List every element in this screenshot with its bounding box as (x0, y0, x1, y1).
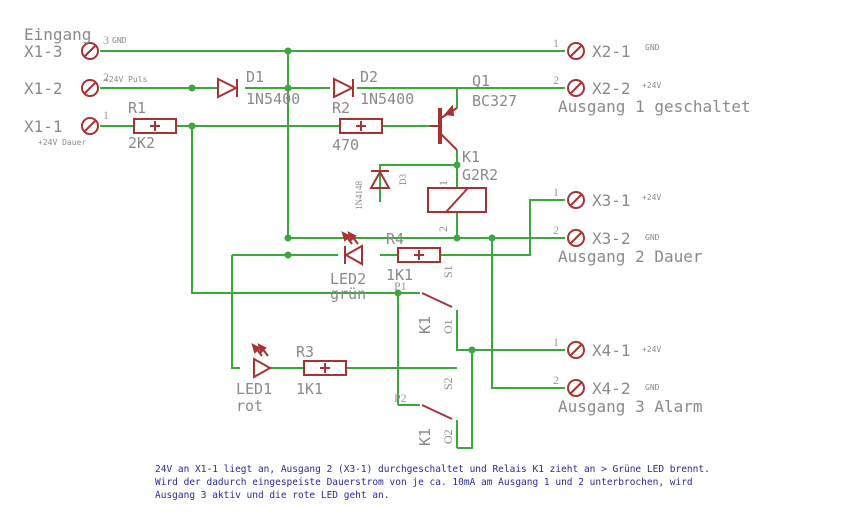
relay-coil-k1 (427, 187, 487, 213)
terminal-x4-1 (567, 341, 585, 359)
diode-d2 (333, 77, 355, 99)
terminal-x2-1 (567, 42, 585, 60)
k1-name: K1 (462, 148, 480, 166)
d1-value: 1N5400 (246, 90, 300, 108)
diode-d1 (217, 77, 239, 99)
output-x2-1-label: X2-1 (592, 42, 631, 61)
k1-contact-o2: O2 (441, 429, 455, 444)
input-header: Eingang (24, 25, 91, 44)
resistor-r1 (133, 118, 177, 134)
description-line-2: Wird der dadurch eingespeiste Dauerstrom… (155, 477, 693, 488)
led-led1 (251, 343, 273, 379)
terminal-x2-2 (567, 79, 585, 97)
d1-name: D1 (246, 68, 264, 86)
terminal-x1-1 (81, 117, 99, 135)
led-led2 (341, 231, 363, 266)
r3-name: R3 (296, 343, 314, 361)
output-x4-1-signal: +24V (642, 345, 661, 354)
d3-name: D3 (398, 174, 408, 185)
k1-pin-2: 2 (436, 226, 450, 232)
resistor-r2 (339, 118, 383, 134)
k1-contact-p1: P1 (394, 279, 407, 293)
terminal-x1-2 (81, 79, 99, 97)
terminal-x4-2 (567, 379, 585, 397)
input-x1-1-label: X1-1 (24, 117, 63, 136)
input-x1-1-signal: +24V Dauer (38, 138, 86, 147)
output-x4-2-pin: 2 (553, 373, 559, 387)
output-group-2: Ausgang 2 Dauer (558, 247, 703, 266)
q1-value: BC327 (472, 92, 517, 110)
terminal-x3-1 (567, 191, 585, 209)
output-group-3: Ausgang 3 Alarm (558, 397, 703, 416)
output-x4-1-pin: 1 (553, 335, 559, 349)
r4-value: 1K1 (386, 266, 413, 284)
d3-value: 1N4148 (354, 181, 364, 210)
output-terminals (567, 42, 585, 397)
output-x2-2-pin: 2 (553, 73, 559, 87)
transistor-q1 (430, 104, 458, 151)
output-x2-1-signal: GND (645, 43, 660, 52)
r1-value: 2K2 (128, 134, 155, 152)
k1-value: G2R2 (462, 166, 498, 184)
resistor-r3 (303, 360, 347, 376)
input-x1-2-pin: 2 (103, 70, 109, 84)
input-x1-2-signal: +24V Puls (104, 75, 148, 84)
output-x4-2-signal: GND (645, 383, 660, 392)
description-line-1: 24V an X1-1 liegt an, Ausgang 2 (X3-1) d… (155, 464, 710, 475)
r2-value: 470 (332, 136, 359, 154)
output-x2-2-signal: +24V (642, 81, 661, 90)
output-x4-1-label: X4-1 (592, 341, 631, 360)
output-x3-1-label: X3-1 (592, 191, 631, 210)
diode-d3 (369, 169, 391, 189)
k1-pin-1: 1 (436, 180, 450, 186)
terminal-x1-3 (81, 42, 99, 60)
output-x2-1-pin: 1 (553, 36, 559, 50)
k1-contact-2-name: K1 (416, 428, 434, 446)
led2-value: grün (330, 285, 366, 303)
k1-contact-s2: S2 (441, 377, 455, 390)
k1-contact-1-name: K1 (416, 316, 434, 334)
r1-name: R1 (128, 99, 146, 117)
input-x1-3-signal: GND (112, 36, 127, 45)
relay-contact-1 (398, 292, 453, 308)
output-x4-2-label: X4-2 (592, 379, 631, 398)
output-x3-2-signal: GND (645, 233, 660, 242)
led1-name: LED1 (236, 380, 272, 398)
d2-name: D2 (360, 68, 378, 86)
output-x3-2-pin: 2 (553, 223, 559, 237)
description-line-3: Ausgang 3 aktiv und die rote LED geht an… (155, 490, 390, 501)
output-x3-2-label: X3-2 (592, 229, 631, 248)
led1-value: rot (236, 397, 263, 415)
d2-value: 1N5400 (360, 90, 414, 108)
output-x3-1-signal: +24V (642, 193, 661, 202)
k1-contact-p2: P2 (394, 391, 407, 405)
terminal-x3-2 (567, 229, 585, 247)
output-x2-2-label: X2-2 (592, 79, 631, 98)
input-x1-2-label: X1-2 (24, 79, 63, 98)
relay-contact-2 (360, 367, 457, 420)
input-terminals (81, 42, 99, 135)
resistor-r4 (397, 247, 441, 263)
junctions (188, 47, 496, 354)
k1-contact-s1: S1 (441, 265, 455, 278)
input-x1-3-label: X1-3 (24, 42, 63, 61)
led2-name: LED2 (330, 270, 366, 288)
r2-name: R2 (332, 99, 350, 117)
q1-name: Q1 (472, 72, 490, 90)
r3-value: 1K1 (296, 380, 323, 398)
output-group-1: Ausgang 1 geschaltet (558, 97, 751, 116)
output-x3-1-pin: 1 (553, 185, 559, 199)
r4-name: R4 (386, 230, 404, 248)
k1-contact-o1: O1 (441, 319, 455, 334)
input-x1-1-pin: 1 (103, 108, 109, 122)
input-x1-3-pin: 3 (103, 33, 109, 47)
